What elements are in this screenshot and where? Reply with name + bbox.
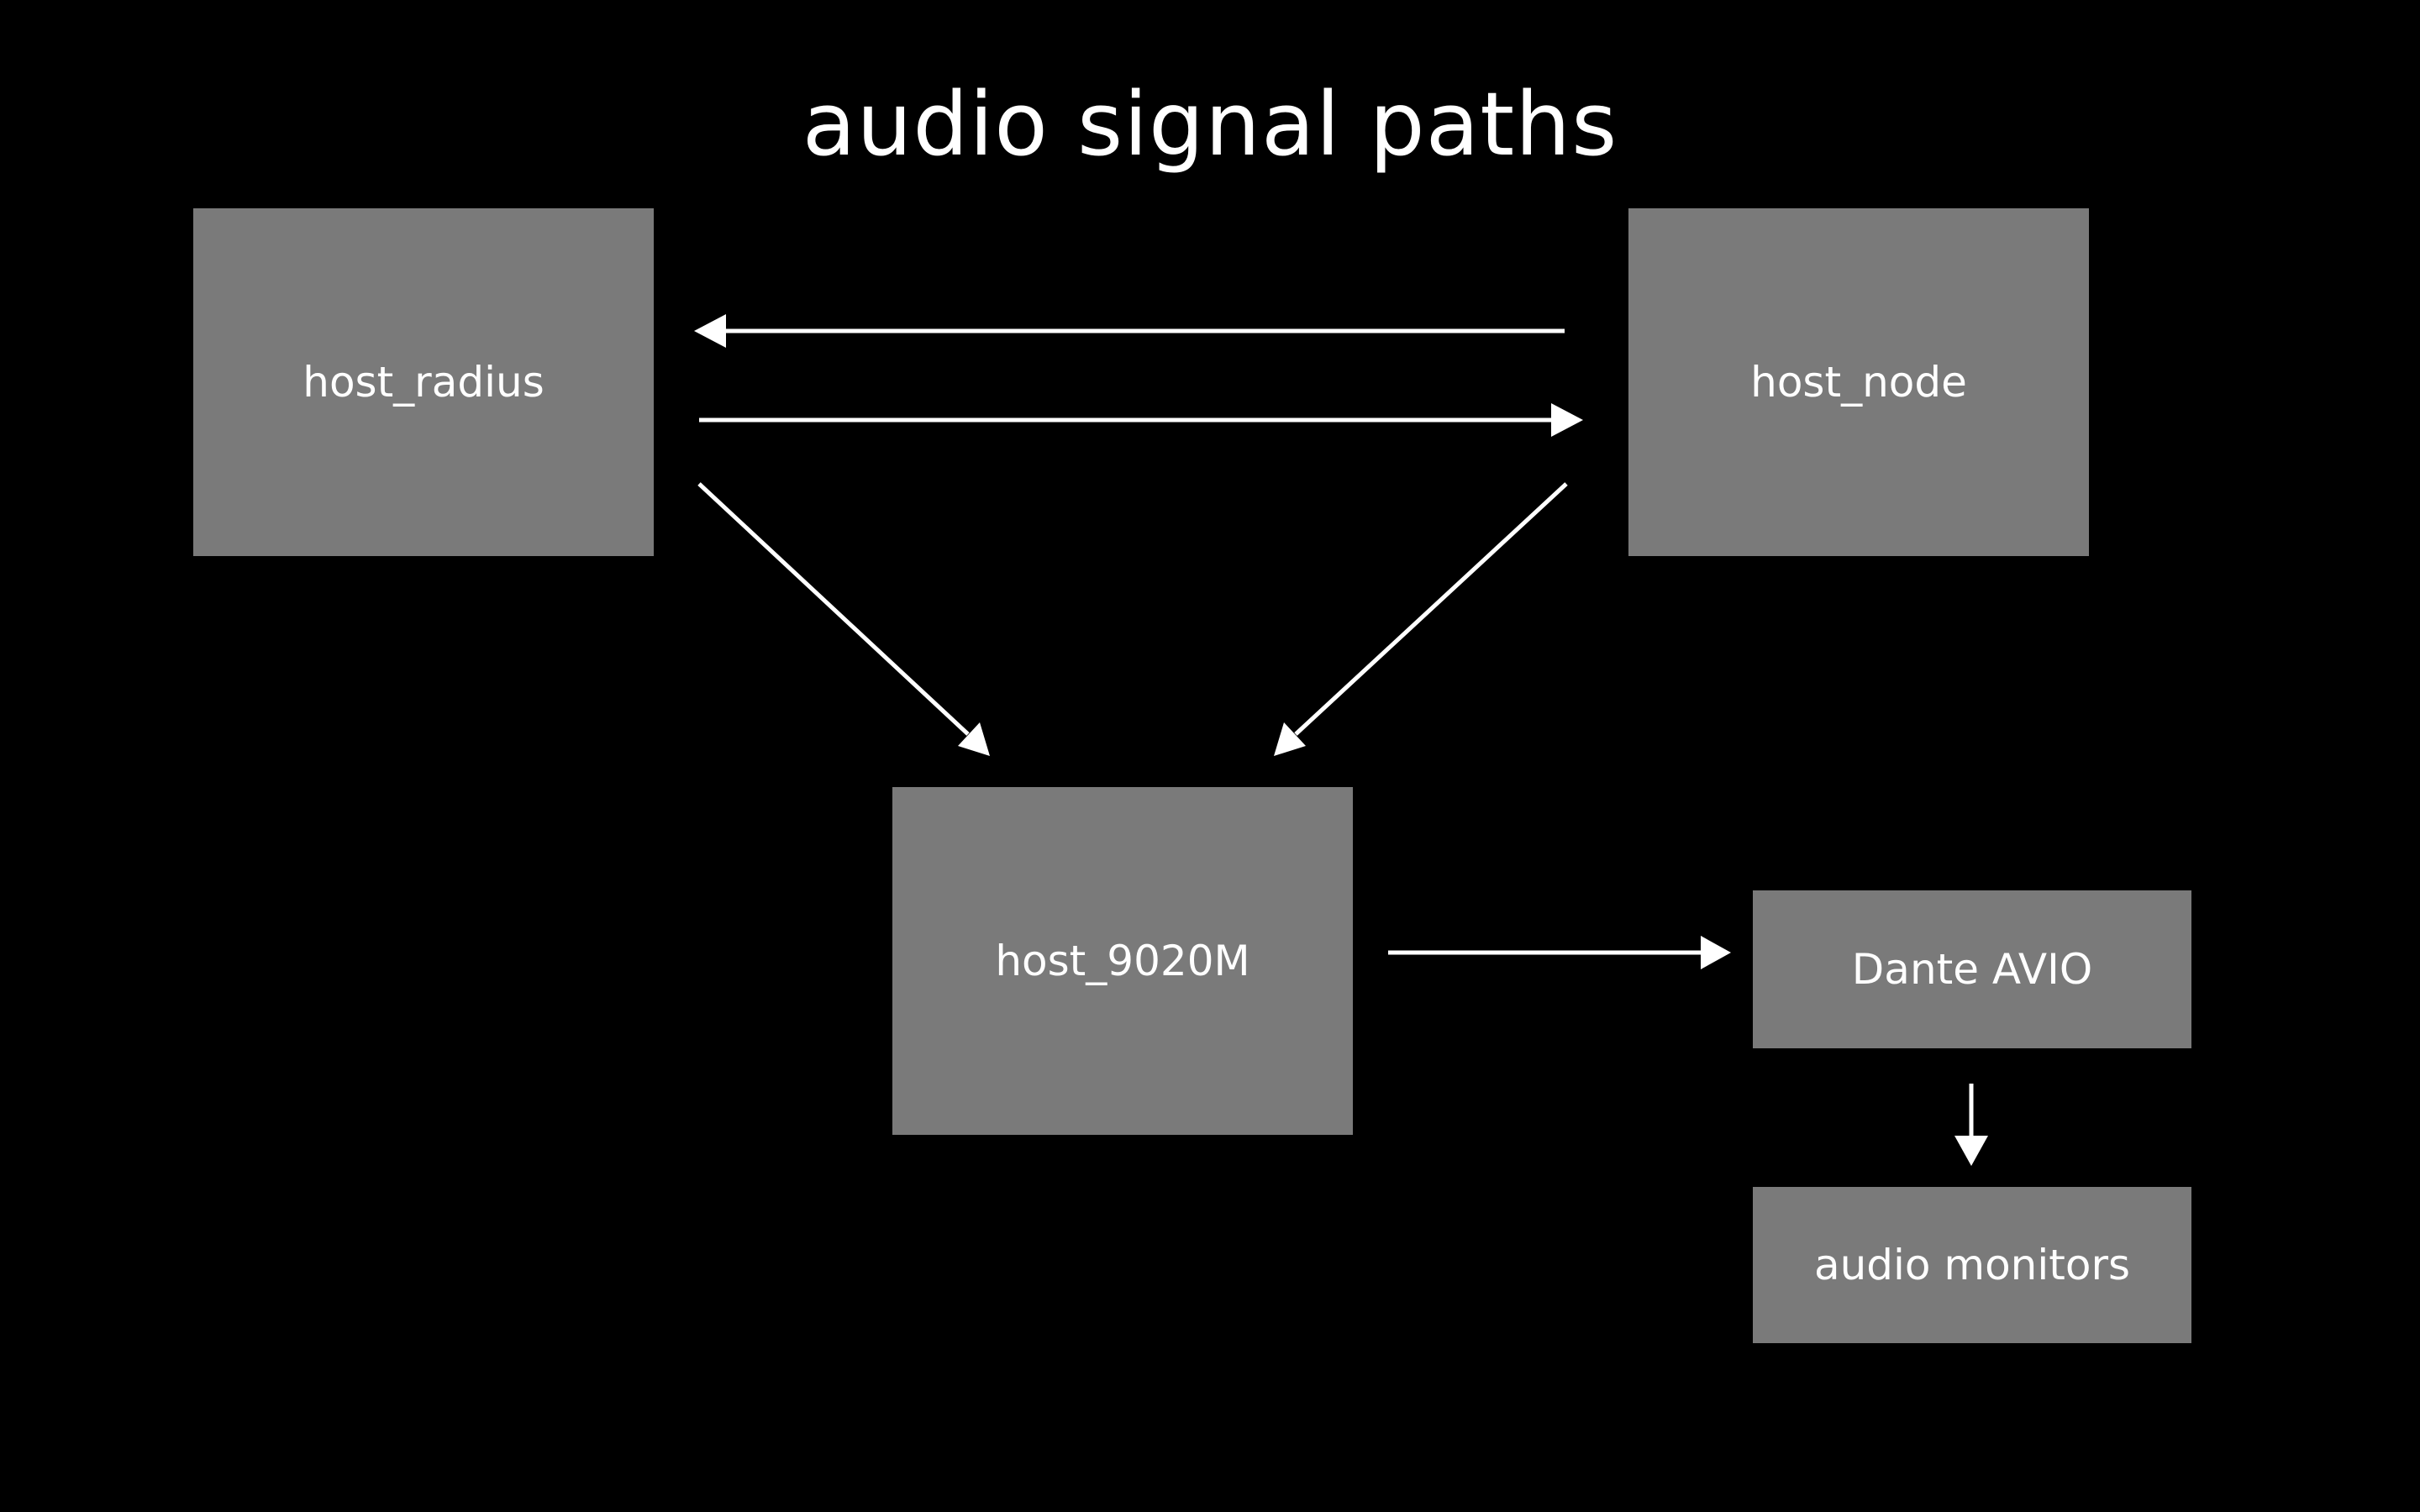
node-dante-avio: Dante AVIO bbox=[1753, 890, 2191, 1048]
node-host-radius: host_radius bbox=[193, 208, 654, 556]
node-host-9020m-label: host_9020M bbox=[995, 937, 1250, 985]
arrow-dante-to-monitors bbox=[1954, 1084, 1988, 1166]
node-host-node-label: host_node bbox=[1750, 358, 1967, 407]
node-audio-monitors: audio monitors bbox=[1753, 1187, 2191, 1343]
arrow-node-to-radius bbox=[694, 314, 1565, 348]
node-audio-monitors-label: audio monitors bbox=[1813, 1241, 2131, 1289]
diagram-title: audio signal paths bbox=[802, 73, 1618, 176]
arrow-radius-to-node bbox=[699, 403, 1583, 437]
node-host-radius-label: host_radius bbox=[302, 358, 544, 407]
node-host-9020m: host_9020M bbox=[892, 787, 1353, 1135]
arrow-radius-to-9020m bbox=[697, 482, 990, 756]
arrow-node-to-9020m bbox=[1274, 482, 1568, 756]
arrow-9020m-to-dante bbox=[1388, 936, 1731, 969]
node-dante-avio-label: Dante AVIO bbox=[1851, 945, 2093, 994]
node-host-node: host_node bbox=[1628, 208, 2089, 556]
